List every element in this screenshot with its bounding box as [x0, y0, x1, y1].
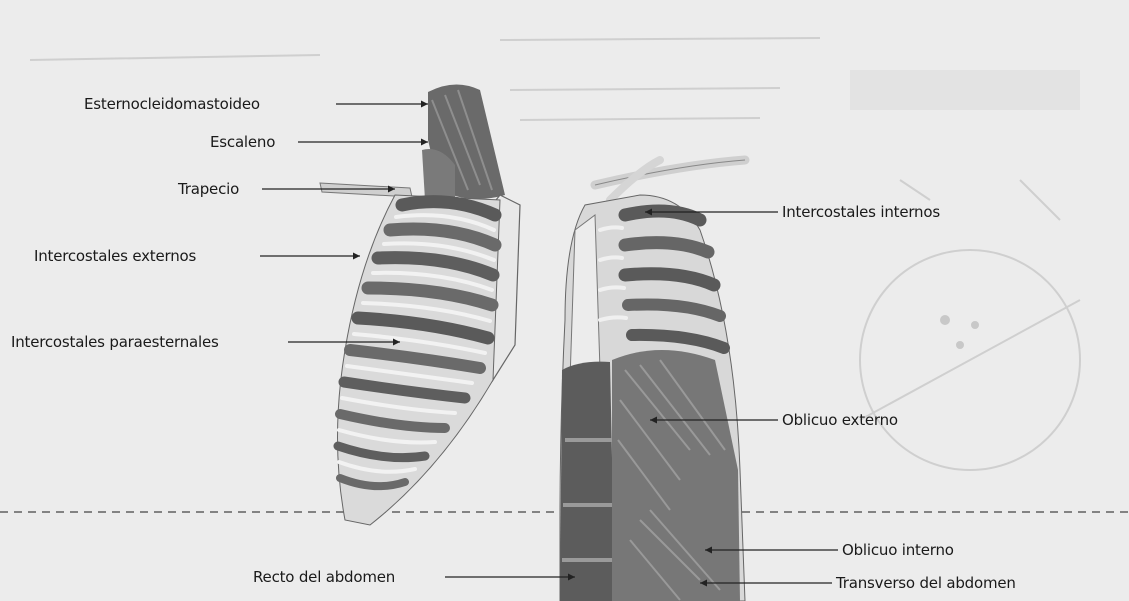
label-oblicuo-interno: Oblicuo interno	[842, 541, 954, 559]
label-escaleno: Escaleno	[210, 133, 275, 151]
label-transverso-del-abdomen: Transverso del abdomen	[836, 574, 1016, 592]
label-intercostales-externos: Intercostales externos	[34, 247, 196, 265]
label-recto-del-abdomen: Recto del abdomen	[253, 568, 395, 586]
label-intercostales-internos: Intercostales internos	[782, 203, 940, 221]
label-intercostales-paraesternales: Intercostales paraesternales	[11, 333, 219, 351]
label-esternocleidomastoideo: Esternocleidomastoideo	[84, 95, 260, 113]
label-oblicuo-externo: Oblicuo externo	[782, 411, 898, 429]
label-trapecio: Trapecio	[178, 180, 239, 198]
